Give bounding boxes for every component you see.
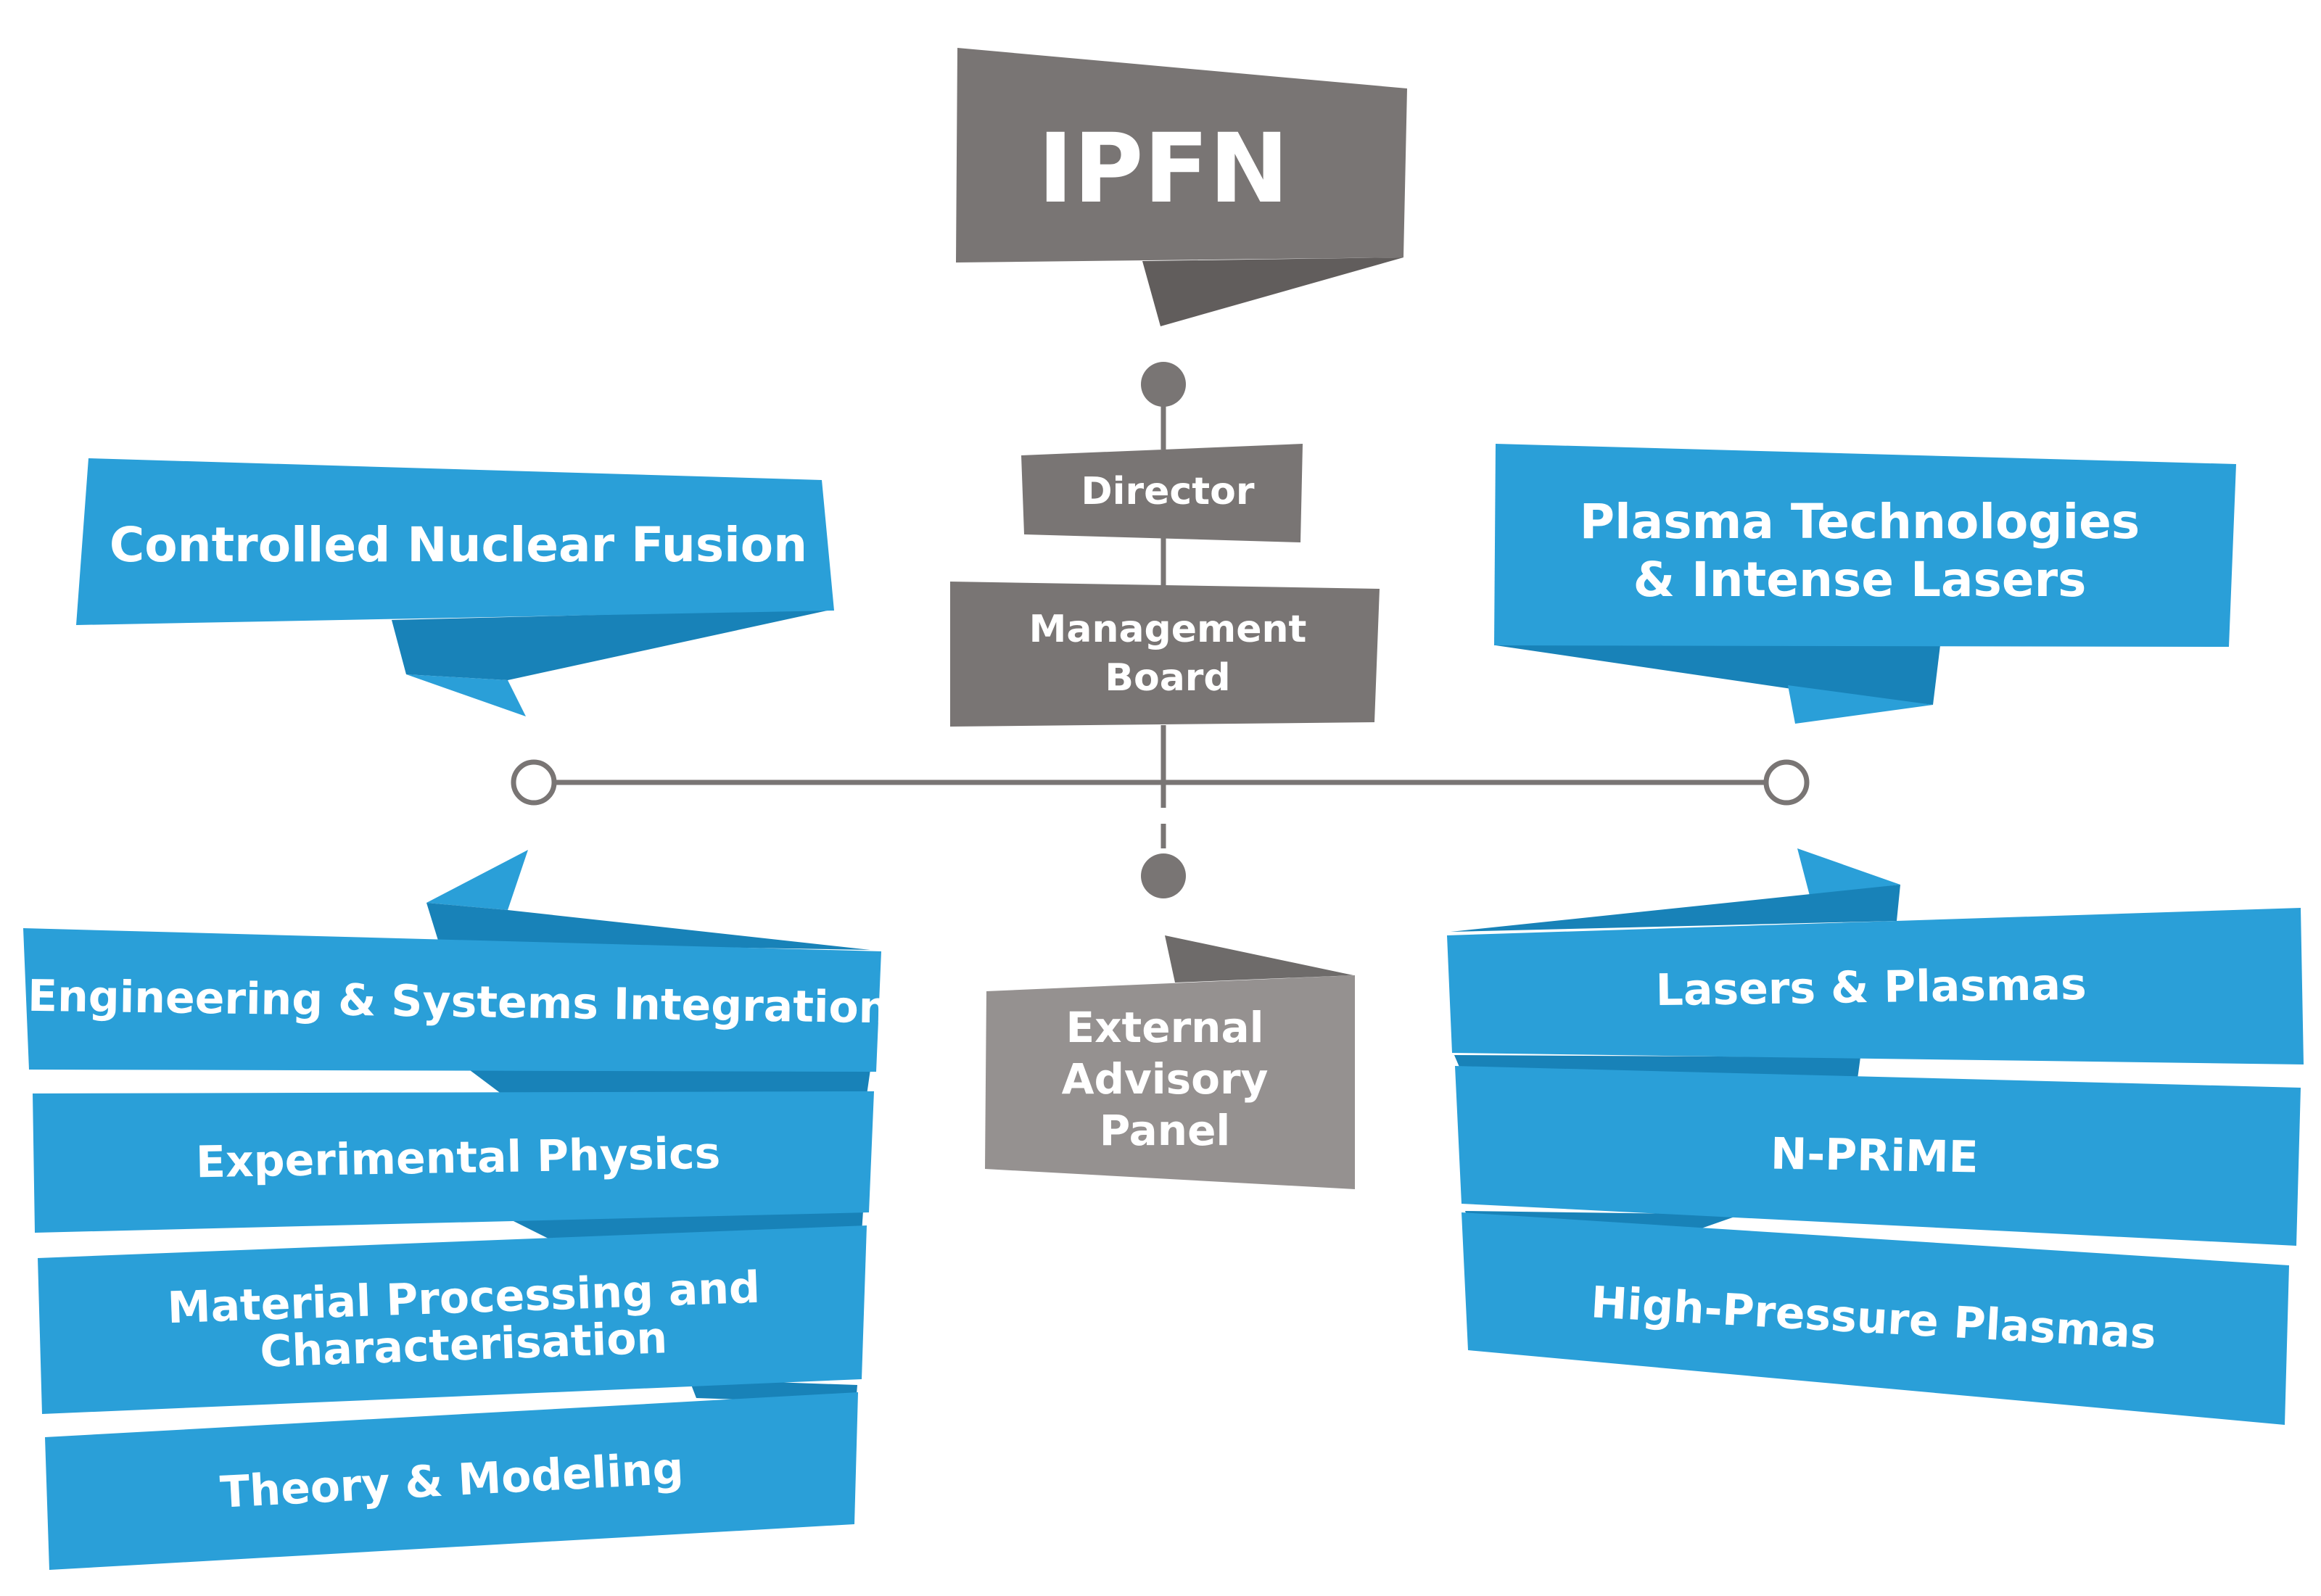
- right-groups-arrow-fold: [1451, 885, 1900, 932]
- root-label: IPFN: [1038, 113, 1290, 225]
- external-panel-label-3: Panel: [1100, 1106, 1231, 1155]
- management-board-label-1: Management: [1029, 608, 1307, 651]
- management-board-body: [950, 582, 1380, 727]
- right-branch-fold-dark: [1496, 645, 1940, 705]
- node-ring-right: [1763, 759, 1810, 806]
- external-panel-label-1: External: [1065, 1003, 1263, 1052]
- management-board-label-2: Board: [1105, 656, 1230, 700]
- left-branch-banner: Controlled Nuclear Fusion: [76, 458, 834, 716]
- left-group-4-body: [45, 1392, 858, 1570]
- left-branch-fold-dark: [392, 609, 834, 680]
- left-group-1-body: [23, 928, 881, 1072]
- left-branch-body: [76, 458, 834, 625]
- right-group-2-label: N-PRiME: [1770, 1129, 1979, 1183]
- right-group-1-label: Lasers & Plasmas: [1655, 959, 2087, 1016]
- left-groups-arrow: [426, 850, 528, 910]
- left-groups: Engineering & Systems Integration Experi…: [23, 850, 890, 1570]
- root-banner: IPFN: [956, 48, 1407, 326]
- left-group-2-body: [33, 1091, 874, 1233]
- external-panel-body: [985, 975, 1355, 1189]
- right-group-3-body: [1462, 1212, 2289, 1425]
- left-branch-title: Controlled Nuclear Fusion: [110, 517, 807, 573]
- right-branch-banner: Plasma Technologies & Intense Lasers: [1494, 444, 2236, 724]
- root-banner-fold: [1142, 257, 1403, 326]
- director-label: Director: [1081, 470, 1255, 513]
- external-panel-fold: [1165, 935, 1353, 983]
- node-dot-bottom: [1141, 853, 1186, 898]
- director-banner: Director: [1021, 444, 1303, 542]
- right-branch-tail: [1788, 685, 1933, 724]
- right-groups: Lasers & Plasmas N-PRiME High-Pressure P…: [1447, 848, 2304, 1425]
- left-fold-1: [464, 1066, 870, 1099]
- connectors: [511, 362, 1810, 898]
- director-banner-body: [1021, 444, 1303, 542]
- right-branch-title-2: & Intense Lasers: [1633, 552, 2087, 608]
- left-group-3-body: [38, 1225, 867, 1414]
- external-panel-banner: External Advisory Panel: [985, 935, 1355, 1189]
- root-banner-body: [956, 48, 1407, 262]
- left-groups-arrow-fold: [426, 903, 870, 950]
- left-group-1-label: Engineering & Systems Integration: [28, 971, 890, 1034]
- right-group-2-body: [1455, 1066, 2301, 1246]
- right-branch-title-1: Plasma Technologies: [1580, 494, 2140, 550]
- left-group-2-label: Experimental Physics: [195, 1128, 721, 1188]
- right-groups-arrow: [1797, 848, 1900, 896]
- right-group-1-body: [1447, 908, 2304, 1064]
- node-dot-top: [1141, 362, 1186, 407]
- management-board-banner: Management Board: [950, 582, 1380, 727]
- left-branch-tail: [406, 674, 526, 716]
- external-panel-label-2: Advisory: [1062, 1054, 1269, 1104]
- node-ring-left: [511, 759, 557, 806]
- right-branch-body: [1494, 444, 2236, 647]
